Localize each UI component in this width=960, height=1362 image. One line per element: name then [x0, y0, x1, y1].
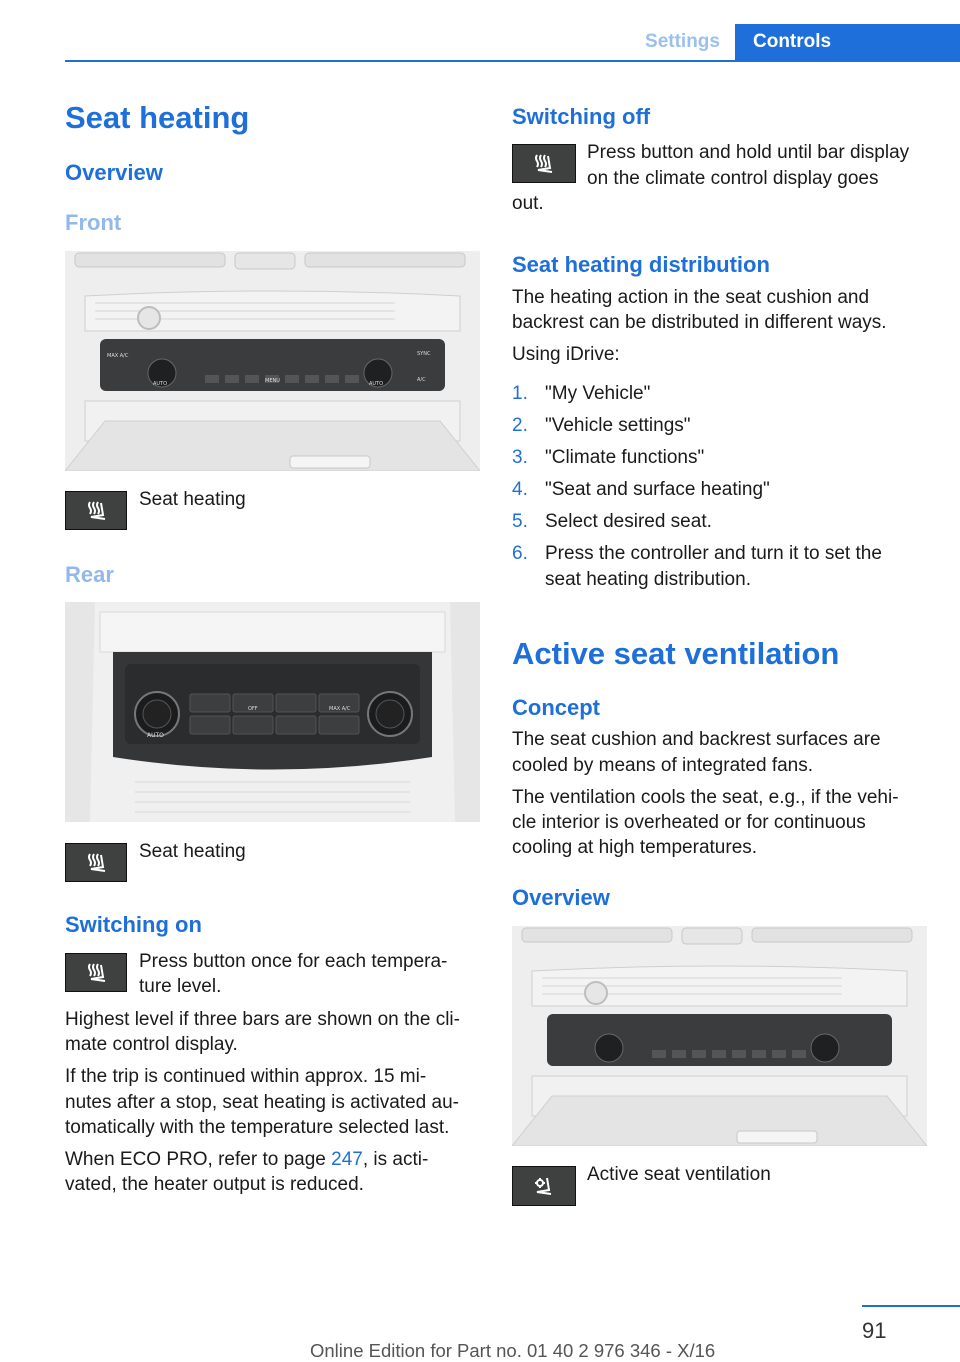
page-link-247[interactable]: 247	[331, 1149, 363, 1170]
photo-label-ac: A/C	[417, 377, 426, 383]
step-text: Press the controller and turn it to set …	[545, 543, 882, 564]
photo-label-menu: MENU	[265, 378, 280, 384]
photo-label-rear-max-ac: MAX A/C	[329, 706, 351, 712]
rear-console-photo: AUTO OFF MAX A/C	[65, 602, 480, 822]
concept-text-2: cooled by means of integrated fans.	[512, 755, 814, 776]
rear-caption: Seat heating	[139, 841, 246, 862]
switching-off-text-2: on the climate control display goes	[587, 168, 879, 189]
heading-distribution: Seat heating distribution	[512, 252, 770, 277]
concept-p2-text-1: The ventilation cools the seat, e.g., if…	[512, 787, 899, 808]
footer-rule	[862, 1305, 960, 1307]
step-number: 1.	[512, 383, 528, 404]
heading-switching-off: Switching off	[512, 104, 651, 129]
seat-heating-button-icon	[65, 953, 127, 992]
step-number: 5.	[512, 511, 528, 532]
para-eco-2: vated, the heater output is reduced.	[65, 1174, 364, 1195]
tab-controls[interactable]: Controls	[735, 24, 960, 60]
page-title: Seat heating	[65, 100, 250, 135]
seat-ventilation-icon	[512, 1166, 576, 1206]
heading-rear: Rear	[65, 562, 114, 587]
photo-label-auto-left: AUTO	[153, 381, 167, 387]
concept-text-1: The seat cushion and backrest surfaces a…	[512, 729, 881, 750]
concept-p2-text-3: cooling at high temperatures.	[512, 837, 758, 858]
list-item: 6. Press the controller and turn it to se…	[512, 541, 932, 592]
list-item: 3. "Climate functions"	[512, 445, 932, 471]
step-text: "Climate functions"	[545, 447, 705, 468]
heading-overview: Overview	[65, 160, 163, 185]
heading-front: Front	[65, 210, 122, 235]
step-text: "Vehicle settings"	[545, 415, 691, 436]
step-text: Select desired seat.	[545, 511, 712, 532]
photo-label-rear-auto: AUTO	[147, 732, 164, 739]
front-console-photo: MAX A/C AUTO MENU AUTO SYNC A/C	[65, 251, 480, 471]
switching-off-text-3: out.	[512, 193, 544, 214]
photo-label-auto-right: AUTO	[369, 381, 383, 387]
footer-edition: Online Edition for Part no. 01 40 2 976 …	[310, 1340, 716, 1361]
para-trip-3: tomatically with the temperature selecte…	[65, 1117, 450, 1138]
list-item: 2. "Vehicle settings"	[512, 413, 932, 439]
heading-overview-ventilation: Overview	[512, 885, 610, 910]
heading-concept: Concept	[512, 695, 600, 720]
step-number: 6.	[512, 543, 528, 564]
para-eco-1: When ECO PRO, refer to page 247, is acti…	[65, 1147, 428, 1173]
step-number: 4.	[512, 479, 528, 500]
para-eco-text-b: , is acti‐	[362, 1149, 429, 1170]
step-number: 3.	[512, 447, 528, 468]
concept-p2-text-2: cle interior is overheated or for contin…	[512, 812, 866, 833]
list-item: 1. "My Vehicle"	[512, 381, 932, 407]
step-text: "Seat and surface heating"	[545, 479, 770, 500]
list-item: 4. "Seat and surface heating"	[512, 477, 932, 503]
step-text: "My Vehicle"	[545, 383, 651, 404]
idrive-steps: 1. "My Vehicle" 2. "Vehicle settings" 3. "C…	[512, 381, 932, 599]
switching-on-text-2: ture level.	[139, 976, 222, 997]
front-caption: Seat heating	[139, 489, 246, 510]
distribution-text-1: The heating action in the seat cushion a…	[512, 287, 870, 308]
heading-switching-on: Switching on	[65, 912, 202, 937]
ventilation-console-photo	[512, 926, 927, 1146]
page-number: 91	[862, 1318, 887, 1343]
para-trip-2: nutes after a stop, seat heating is acti…	[65, 1092, 459, 1113]
para-trip-1: If the trip is continued within approx. …	[65, 1066, 427, 1087]
switching-off-text-1: Press button and hold until bar display	[587, 142, 910, 163]
ventilation-caption: Active seat ventilation	[587, 1164, 771, 1185]
seat-heating-icon	[65, 491, 127, 530]
para-highest-2: mate control display.	[65, 1034, 238, 1055]
para-highest-1: Highest level if three bars are shown on…	[65, 1009, 460, 1030]
distribution-text-2: backrest can be distributed in different…	[512, 312, 887, 333]
para-eco-text-a: When ECO PRO, refer to page	[65, 1149, 332, 1170]
header-rule	[65, 60, 960, 62]
switching-on-text-1: Press button once for each tempera‐	[139, 951, 448, 972]
tab-settings[interactable]: Settings	[645, 31, 720, 52]
step-text-continued: seat heating distribution.	[545, 568, 751, 590]
seat-heating-rear-icon	[65, 843, 127, 882]
photo-label-rear-off: OFF	[248, 706, 258, 712]
step-number: 2.	[512, 415, 528, 436]
heading-ventilation: Active seat ventilation	[512, 636, 840, 671]
list-item: 5. Select desired seat.	[512, 509, 932, 535]
photo-label-sync: SYNC	[417, 351, 431, 357]
photo-label-max-ac: MAX A/C	[107, 353, 129, 359]
seat-heating-off-icon	[512, 144, 576, 183]
using-idrive: Using iDrive:	[512, 344, 620, 365]
